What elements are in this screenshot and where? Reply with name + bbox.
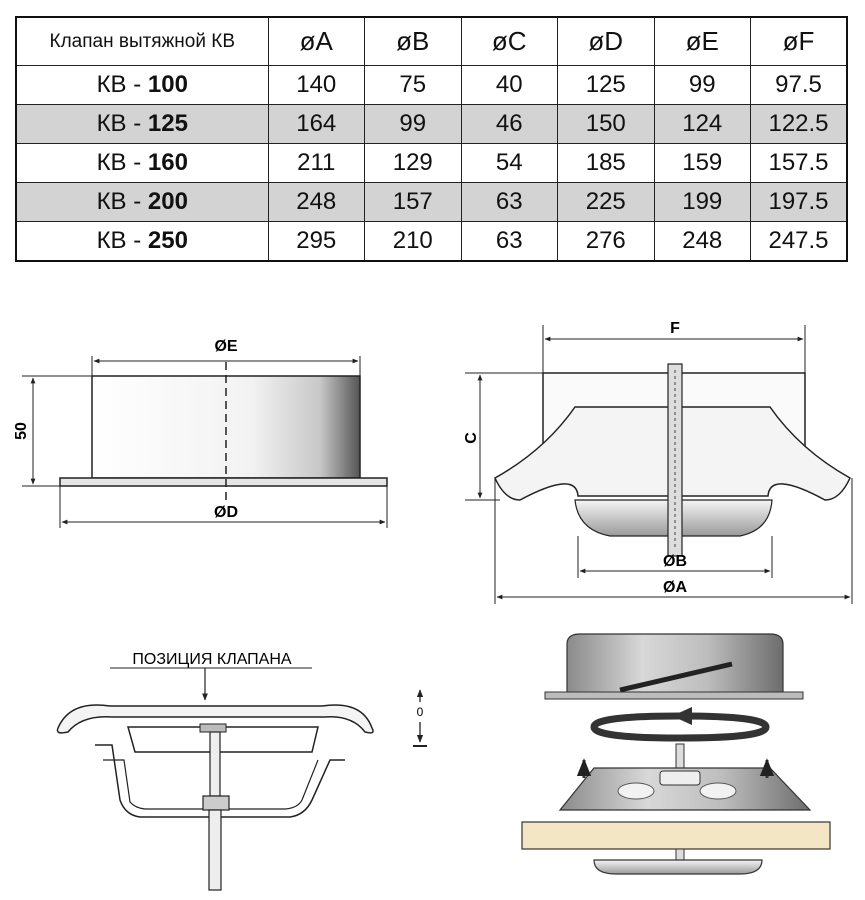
model-size: 250 — [147, 227, 188, 254]
dimension-b-label: ØB — [663, 553, 687, 570]
value-cell: 159 — [653, 143, 751, 183]
header-model: Клапан вытяжной КВ — [15, 16, 269, 66]
value-cell: 199 — [653, 182, 751, 222]
model-prefix: КВ - — [96, 227, 148, 254]
ceiling-panel — [521, 821, 831, 850]
header-b: øB — [364, 16, 462, 66]
header-a: øA — [267, 16, 365, 66]
scale-zero-label: 0 — [417, 705, 424, 719]
table-row: КВ - 125 164 99 46 150 124 122.5 — [15, 104, 848, 144]
value-cell: 211 — [267, 143, 365, 183]
model-cell: КВ - 250 — [15, 221, 269, 262]
collar-flange — [59, 477, 388, 487]
section-disc — [127, 726, 319, 753]
model-size: 100 — [147, 71, 188, 98]
value-cell: 99 — [364, 104, 462, 144]
table-row: КВ - 250 295 210 63 276 248 247.5 — [15, 221, 848, 262]
value-cell: 97.5 — [750, 65, 848, 105]
header-e: øE — [653, 16, 751, 66]
value-cell: 247.5 — [750, 221, 848, 262]
value-cell: 140 — [267, 65, 365, 105]
value-cell: 164 — [267, 104, 365, 144]
drawing-collar-side-view: ØE ØD 50 — [13, 338, 388, 528]
section-stem — [209, 731, 221, 797]
value-cell: 225 — [557, 182, 655, 222]
dimension-f-label: F — [670, 320, 680, 337]
model-size: 125 — [147, 110, 188, 137]
dimension-a-label: ØA — [663, 579, 687, 596]
assembly-collar — [566, 633, 784, 695]
value-cell: 63 — [460, 221, 558, 262]
section-flange — [56, 704, 374, 734]
value-cell: 63 — [460, 182, 558, 222]
value-cell: 122.5 — [750, 104, 848, 144]
model-cell: КВ - 160 — [15, 143, 269, 183]
value-cell: 295 — [267, 221, 365, 262]
table-row: КВ - 200 248 157 63 225 199 197.5 — [15, 182, 848, 222]
value-cell: 125 — [557, 65, 655, 105]
assembly-collar-flange — [544, 691, 804, 700]
value-cell: 40 — [460, 65, 558, 105]
model-prefix: КВ - — [96, 149, 148, 176]
value-cell: 157.5 — [750, 143, 848, 183]
value-cell: 150 — [557, 104, 655, 144]
table-row: КВ - 160 211 129 54 185 159 157.5 — [15, 143, 848, 183]
value-cell: 276 — [557, 221, 655, 262]
value-cell: 248 — [267, 182, 365, 222]
drawing-exploded-assembly — [521, 633, 831, 875]
value-cell: 124 — [653, 104, 751, 144]
section-nut — [202, 795, 230, 811]
dimension-height-label: 50 — [13, 422, 30, 440]
model-prefix: КВ - — [96, 71, 148, 98]
model-size: 200 — [147, 188, 188, 215]
model-prefix: КВ - — [96, 188, 148, 215]
rotate-arrow — [590, 712, 770, 742]
valve-position-caption: ПОЗИЦИЯ КЛАПАНА — [132, 651, 291, 668]
assembly-body — [558, 767, 812, 811]
assembly-disc — [593, 859, 763, 875]
value-cell: 248 — [653, 221, 751, 262]
value-cell: 75 — [364, 65, 462, 105]
assembly-slot — [619, 661, 733, 693]
value-cell: 197.5 — [750, 182, 848, 222]
drawing-valve-side-view: F C ØB ØA — [463, 320, 853, 604]
model-cell: КВ - 200 — [15, 182, 269, 222]
model-size: 160 — [147, 149, 188, 176]
dimension-d-label: ØD — [214, 504, 238, 521]
value-cell: 157 — [364, 182, 462, 222]
dimension-c-label: C — [463, 432, 480, 444]
model-prefix: КВ - — [96, 110, 148, 137]
value-cell: 210 — [364, 221, 462, 262]
section-rod — [208, 809, 222, 891]
value-cell: 54 — [460, 143, 558, 183]
dimension-e-label: ØE — [214, 338, 237, 355]
drawing-valve-position-section: ПОЗИЦИЯ КЛАПАНА 0 — [56, 651, 427, 891]
table-row: КВ - 100 140 75 40 125 99 97.5 — [15, 65, 848, 105]
dimensions-table: Клапан вытяжной КВ øA øB øC øD øE øF КВ … — [15, 16, 848, 262]
